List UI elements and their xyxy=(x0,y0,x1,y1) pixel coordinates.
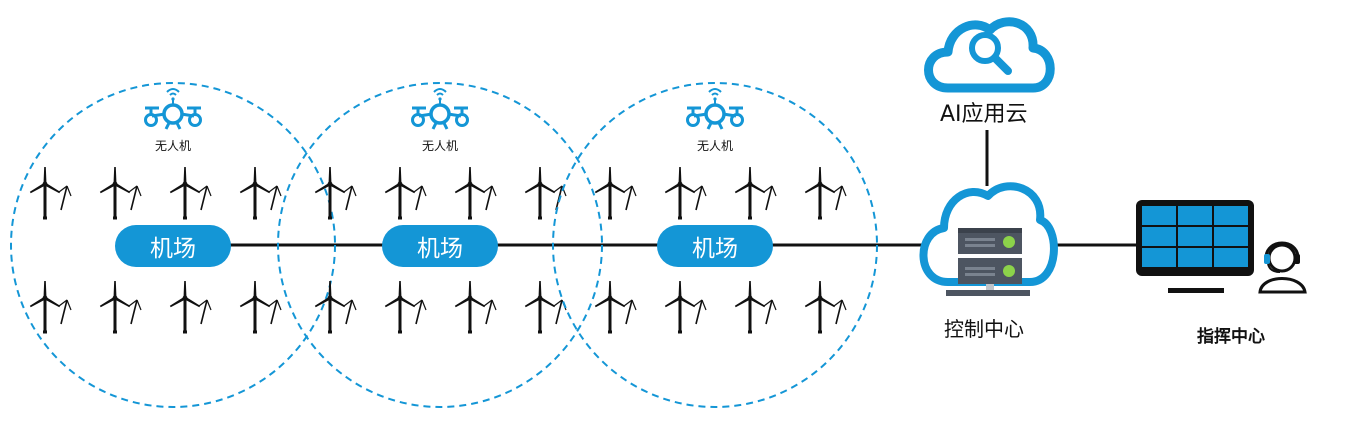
airport-label: 机场 xyxy=(417,236,463,262)
wind-turbine-icon xyxy=(523,165,568,220)
wind-turbine-icon xyxy=(383,165,428,220)
wind-turbine-icon xyxy=(663,165,708,220)
drone-icon xyxy=(410,87,470,131)
wind-turbine-icon xyxy=(98,165,143,220)
wind-turbine-icon xyxy=(453,279,498,334)
coverage-circle xyxy=(10,82,336,408)
drone-label: 无人机 xyxy=(696,139,733,153)
wind-turbine-icon xyxy=(313,279,358,334)
drone-label: 无人机 xyxy=(421,139,458,153)
drone-icon xyxy=(143,87,203,131)
coverage-circle xyxy=(552,82,878,408)
control-center-label: 控制中心 xyxy=(944,317,1024,341)
wind-turbine-icon xyxy=(98,279,143,334)
airport-node: 机场 xyxy=(115,225,231,267)
drone-label: 无人机 xyxy=(154,139,191,153)
operator-headset-icon xyxy=(1258,241,1307,294)
wind-turbine-icon xyxy=(238,165,283,220)
wind-turbine-icon xyxy=(803,279,848,334)
wind-turbine-icon xyxy=(733,279,778,334)
wind-turbine-icon xyxy=(383,279,428,334)
airport-label: 机场 xyxy=(692,236,738,262)
wind-turbine-icon xyxy=(28,279,73,334)
cloud-server-icon xyxy=(919,182,1058,296)
wind-turbine-icon xyxy=(313,165,358,220)
wind-turbine-icon xyxy=(238,279,283,334)
wind-turbine-icon xyxy=(28,165,73,220)
monitor-wall-icon xyxy=(1136,200,1254,293)
airport-node: 机场 xyxy=(657,225,773,267)
ai-cloud-label: AI应用云 xyxy=(940,102,1028,127)
command-center-label: 指挥中心 xyxy=(1197,327,1265,347)
cloud-search-icon xyxy=(924,17,1055,93)
wind-turbine-icon xyxy=(803,165,848,220)
coverage-circle xyxy=(277,82,603,408)
wind-turbine-icon xyxy=(168,279,213,334)
wind-turbine-icon xyxy=(593,279,638,334)
drone-icon xyxy=(685,87,745,131)
wind-turbine-icon xyxy=(168,165,213,220)
airport-label: 机场 xyxy=(150,236,196,262)
wind-turbine-icon xyxy=(733,165,778,220)
wind-turbine-icon xyxy=(593,165,638,220)
wind-turbine-icon xyxy=(523,279,568,334)
wind-turbine-icon xyxy=(663,279,708,334)
wind-turbine-icon xyxy=(453,165,498,220)
airport-node: 机场 xyxy=(382,225,498,267)
